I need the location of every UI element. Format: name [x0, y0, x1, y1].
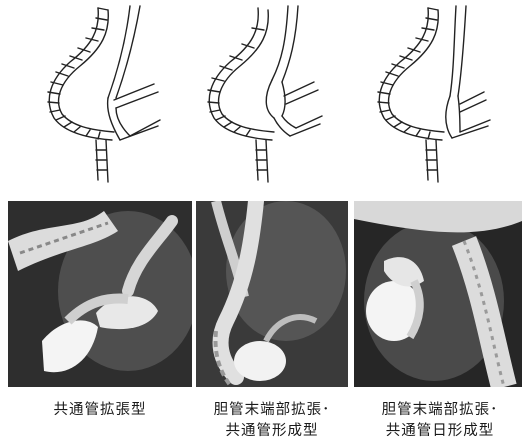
xray-image-1 [8, 201, 192, 387]
caption-3-line-1: 胆管末端部拡張･ [356, 400, 524, 421]
diagram-1-anatomy-drawing [30, 0, 180, 190]
caption-1-line-1: 共通管拡張型 [8, 400, 192, 421]
xray-image-3 [354, 201, 522, 387]
caption-2: 胆管末端部拡張･ 共通管形成型 [190, 400, 354, 437]
caption-2-line-1: 胆管末端部拡張･ [190, 400, 354, 421]
diagram-3-anatomy-drawing [360, 0, 510, 190]
caption-2-line-2: 共通管形成型 [190, 421, 354, 437]
caption-1: 共通管拡張型 [8, 400, 192, 421]
caption-3: 胆管末端部拡張･ 共通管日形成型 [356, 400, 524, 437]
caption-3-line-2: 共通管日形成型 [356, 421, 524, 437]
xray-image-2 [196, 201, 348, 387]
diagram-2-anatomy-drawing [190, 0, 340, 190]
